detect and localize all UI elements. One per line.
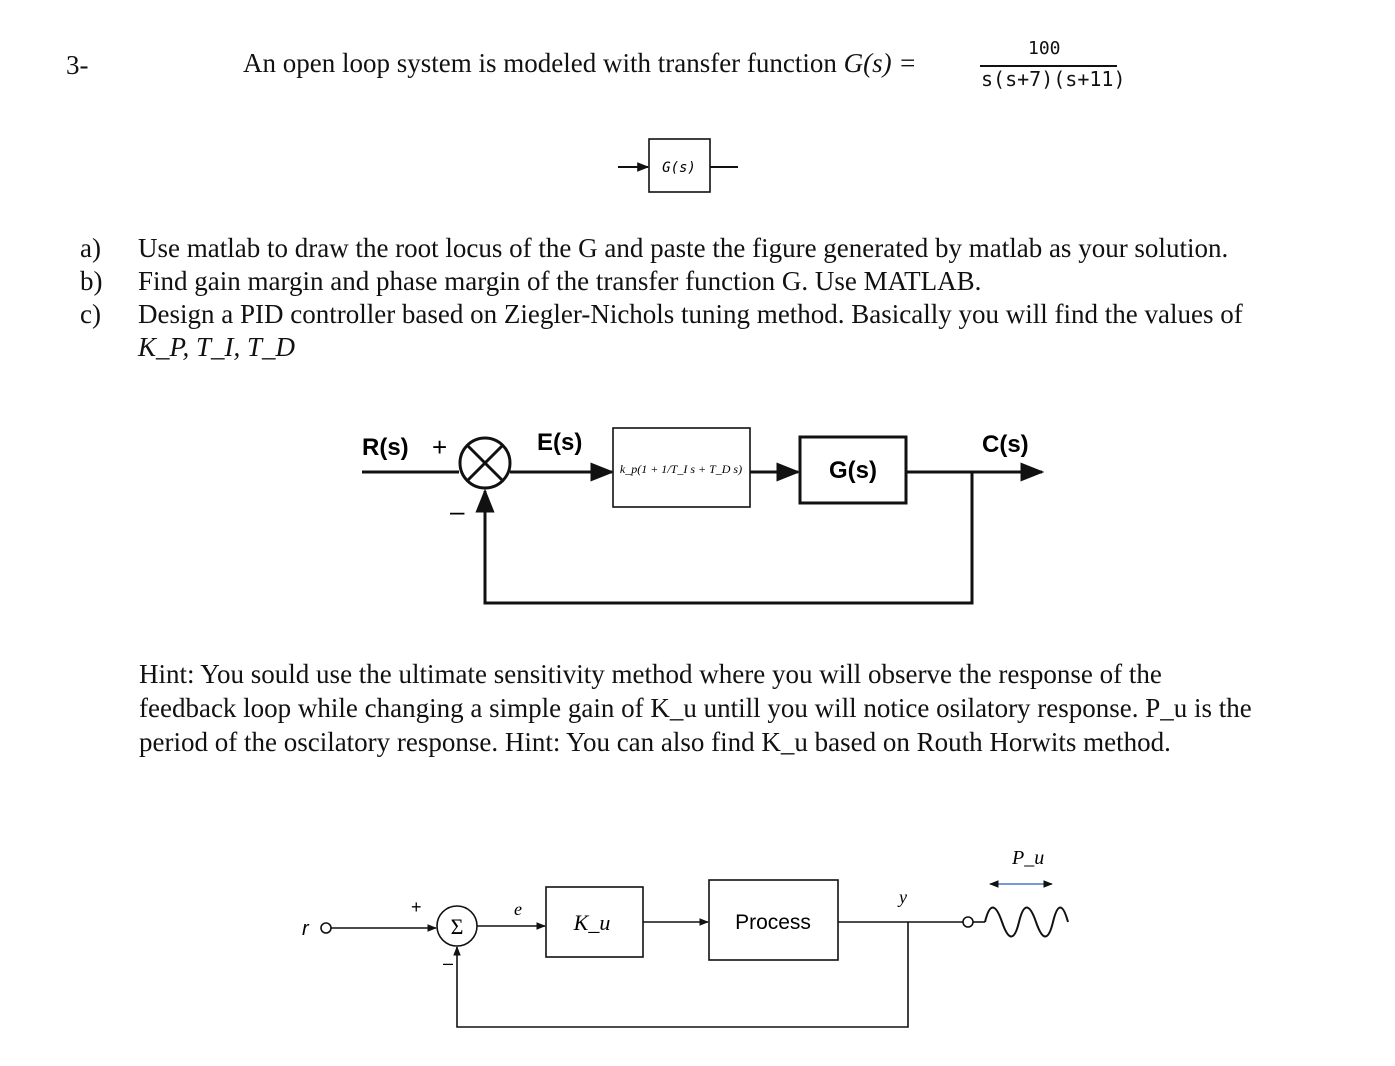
plant-box — [798, 435, 908, 505]
small-gs-block: G(s) — [618, 138, 738, 193]
process-label: Process — [735, 911, 811, 934]
period-label: P_u — [1011, 847, 1044, 869]
item-b-text: Find gain margin and phase margin of the… — [138, 266, 982, 296]
gain-box — [545, 886, 644, 958]
small-gs-box — [648, 138, 711, 193]
sum-symbol: Σ — [451, 914, 464, 939]
y-label: y — [897, 887, 907, 907]
output-terminal — [962, 916, 974, 928]
error-label: E(s) — [537, 429, 582, 456]
fraction-bar — [980, 65, 1117, 67]
transfer-function-numerator: 100 — [1028, 38, 1061, 59]
hint-line-1: Hint: You sould use the ultimate sensiti… — [139, 659, 1162, 689]
process-box — [708, 879, 839, 961]
transfer-function-lhs: G(s) = — [843, 48, 917, 78]
input-label: R(s) — [362, 434, 409, 461]
question-number: 3- — [66, 50, 89, 80]
ultimate-gain-diagram: r + Σ – e K_u Process y P_u — [302, 847, 1069, 1028]
u-plus-sign: + — [411, 897, 422, 917]
hint-paragraph: Hint: You sould use the ultimate sensiti… — [139, 657, 1252, 759]
plus-sign: + — [432, 432, 447, 462]
question-statement: An open loop system is modeled with tran… — [243, 48, 917, 79]
pid-block-diagram: R(s) + – E(s) k_p(1 + 1/T_I s + T_D s) G… — [362, 427, 1045, 605]
u-minus-sign: – — [443, 953, 453, 973]
controller-label: k_p(1 + 1/T_I s + T_D s) — [620, 462, 742, 476]
feedback-path — [475, 472, 974, 605]
item-b: b) Find gain margin and phase margin of … — [80, 265, 1243, 298]
output-label: C(s) — [982, 431, 1029, 458]
statement-text: An open loop system is modeled with tran… — [243, 48, 837, 78]
input-terminal — [320, 922, 332, 934]
item-b-letter: b) — [80, 266, 103, 296]
small-gs-label: G(s) — [662, 160, 696, 176]
oscillation-wave — [984, 906, 1069, 938]
summing-cross-b — [465, 443, 505, 483]
item-c-text: Design a PID controller based on Ziegler… — [138, 299, 1243, 329]
item-c: c) Design a PID controller based on Zieg… — [80, 298, 1243, 331]
item-a-letter: a) — [80, 233, 101, 263]
gain-label: K_u — [573, 910, 611, 935]
item-c-letter: c) — [80, 299, 101, 329]
transfer-function-denominator: s(s+7)(s+11) — [981, 67, 1126, 91]
item-a: a) Use matlab to draw the root locus of … — [80, 232, 1243, 265]
hint-line-2: feedback loop while changing a simple ga… — [139, 693, 1252, 723]
item-c-continuation: K_P, T_I, T_D — [138, 332, 296, 362]
plant-label: G(s) — [829, 457, 877, 484]
controller-box — [612, 427, 751, 508]
question-items: a) Use matlab to draw the root locus of … — [80, 232, 1243, 364]
minus-sign: – — [450, 496, 465, 526]
hint-line-3: period of the oscilatory response. Hint:… — [139, 727, 1171, 757]
r-label: r — [302, 918, 310, 940]
u-feedback-path — [453, 922, 909, 1028]
item-a-text: Use matlab to draw the root locus of the… — [138, 233, 1229, 263]
e-label: e — [514, 899, 522, 919]
